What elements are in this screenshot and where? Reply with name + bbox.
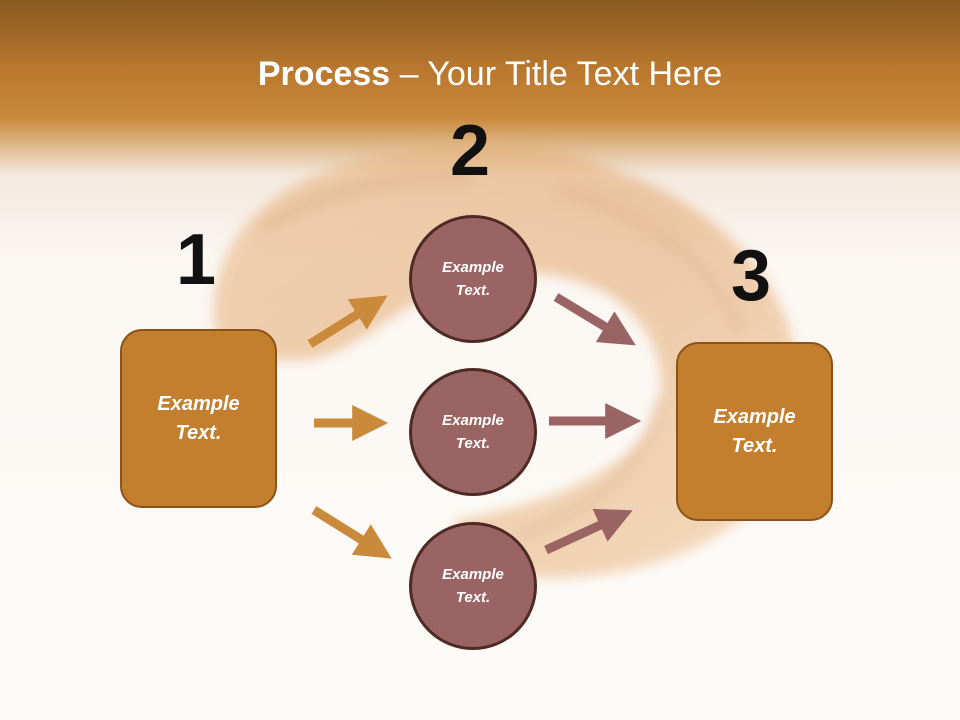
step-number-2: 2 [450,111,491,191]
left-box: Example Text. [120,329,277,508]
left-box-line2: Text. [175,421,222,444]
step-number-1: 1 [176,220,217,300]
circle-middle: Example Text. [409,368,537,496]
title-rest: – Your Title Text Here [390,55,723,93]
slide-title: Process – Your Title Text Here [0,52,960,96]
arrow-left-to-bottom [311,506,392,559]
circle-top-line1: Example [442,259,504,276]
right-box-line1: Example [713,405,796,428]
circle-top: Example Text. [409,215,537,343]
right-box: Example Text. [676,342,833,521]
step-number-3: 3 [731,236,772,316]
circle-bottom: Example Text. [409,522,537,650]
right-box-line2: Text. [731,434,778,457]
arrow-top-to-right [553,293,636,346]
arrow-left-to-top [307,295,388,348]
circle-middle-line2: Text. [455,435,491,452]
circle-bottom-line2: Text. [455,589,491,606]
title-bold: Process [257,55,391,93]
circle-top-line2: Text. [455,282,491,299]
circle-middle-line1: Example [442,412,504,429]
left-box-line1: Example [157,392,240,415]
arrow-bottom-to-right [544,508,633,555]
circle-bottom-line1: Example [442,566,504,583]
